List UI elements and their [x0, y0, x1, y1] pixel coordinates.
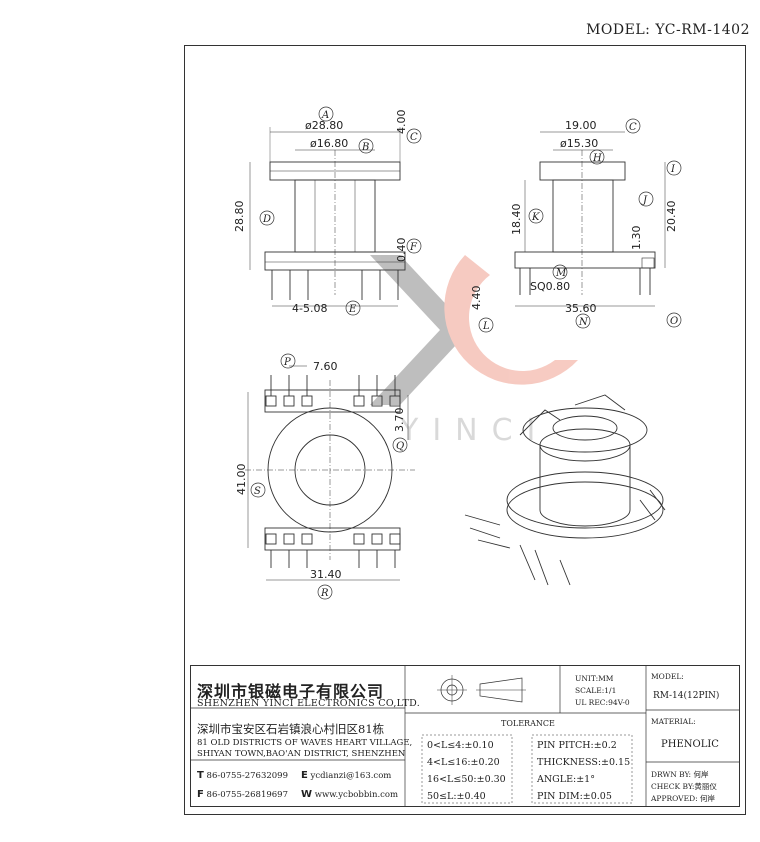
tolerance-3: 16<L≤50:±0.30 [427, 774, 506, 785]
dim-i: 20.40 [665, 201, 678, 233]
dim-c: 4.00 [395, 110, 408, 135]
tolerance-title: TOLERANCE [501, 719, 555, 728]
callout-f: F [406, 238, 422, 254]
ul-label: UL REC:94V-0 [575, 698, 630, 707]
dim-p: 7.60 [313, 360, 338, 373]
drawn-by: DRWN BY: 何岸 [651, 770, 709, 779]
callout-o: O [666, 312, 682, 328]
dim-q: 3.70 [393, 408, 406, 433]
dim-m: SQ0.80 [530, 280, 570, 293]
scale-label: SCALE:1/1 [575, 686, 617, 695]
contact-fax: F 86-0755-26819697 [197, 789, 289, 800]
callout-q: Q [392, 437, 408, 453]
callout-e: E [345, 300, 361, 316]
title-block-lines [190, 665, 740, 807]
bottom-view [245, 365, 415, 581]
approved-by: APPROVED: 何岸 [651, 794, 715, 803]
dim-d: 28.80 [233, 201, 246, 233]
model-header: MODEL: YC-RM-1402 [586, 22, 750, 38]
svg-text:R: R [320, 588, 329, 599]
dim-l: 4.40 [470, 286, 483, 311]
callout-a: A [318, 106, 334, 122]
svg-text:L: L [482, 321, 490, 332]
svg-text:C: C [629, 122, 637, 133]
tolerance-2: 4<L≤16:±0.20 [427, 757, 500, 768]
callout-i: I [666, 160, 682, 176]
callout-d: D [259, 210, 275, 226]
check-by: CHECK BY:黄丽仪 [651, 782, 717, 791]
svg-text:E: E [348, 304, 357, 315]
callout-b: B [358, 138, 374, 154]
address-cn: 深圳市宝安区石岩镇浪心村旧区81栋 [197, 722, 385, 736]
company-name-cn: 深圳市银磁电子有限公司 [197, 682, 385, 701]
callout-h: H [589, 149, 605, 165]
side-view [514, 131, 666, 307]
svg-text:Q: Q [396, 441, 404, 452]
pin-pitch: PIN PITCH:±0.2 [537, 740, 617, 751]
svg-text:B: B [361, 142, 369, 153]
dim-j: 1.30 [630, 226, 643, 251]
address-en: 81 OLD DISTRICTS OF WAVES HEART VILLAGE,… [197, 738, 413, 759]
drawing-frame [184, 45, 746, 815]
svg-text:A: A [321, 110, 329, 121]
pin-dim: PIN DIM:±0.05 [537, 791, 612, 802]
material-label: MATERIAL: [651, 717, 696, 726]
company-name-en: SHENZHEN YINCI ELECTRONICS CO,LTD. [197, 698, 421, 709]
callout-l: L [478, 317, 494, 333]
tolerance-4: 50≤L:±0.40 [427, 791, 486, 802]
angle: ANGLE:±1° [537, 774, 595, 785]
material-value: PHENOLIC [661, 739, 719, 750]
model-value: RM-14(12PIN) [653, 691, 720, 701]
svg-text:K: K [531, 212, 540, 223]
contact-web: W www.ycbobbin.com [301, 789, 399, 800]
svg-text:H: H [592, 153, 602, 164]
callout-k: K [528, 208, 544, 224]
svg-text:F: F [409, 242, 418, 253]
dim-k: 18.40 [510, 204, 523, 236]
svg-text:I: I [670, 164, 676, 175]
dim-r: 31.40 [310, 568, 342, 581]
callout-r: R [317, 584, 333, 600]
dim-side-c: 19.00 [565, 119, 597, 132]
svg-text:D: D [262, 214, 271, 225]
tolerance-1: 0<L≤4:±0.10 [427, 740, 494, 751]
dim-e: 4-5.08 [292, 302, 327, 315]
thickness: THICKNESS:±0.15 [537, 757, 631, 768]
model-label: MODEL: [651, 672, 684, 681]
callout-p: P [280, 353, 296, 369]
dim-n: 35.60 [565, 302, 597, 315]
watermark-logo: YINCI [370, 255, 578, 448]
svg-text:P: P [283, 357, 291, 368]
svg-text:M: M [555, 268, 567, 279]
dim-b: ø16.80 [310, 137, 348, 150]
svg-text:N: N [578, 317, 589, 328]
callout-s: S [250, 482, 266, 498]
callout-n: N [575, 313, 591, 329]
dim-s: 41.00 [235, 464, 248, 496]
front-view [249, 127, 406, 307]
callout-side-c: C [625, 118, 641, 134]
contact-tel: T 86-0755-27632099 [197, 770, 288, 781]
callout-j: J [638, 191, 654, 207]
dim-f: 0.40 [395, 238, 408, 263]
callout-m: M [552, 264, 568, 280]
dim-side-h: ø15.30 [560, 137, 598, 150]
unit-label: UNIT:MM [575, 674, 614, 683]
dim-a: ø28.80 [305, 119, 343, 132]
svg-text:J: J [641, 195, 648, 206]
svg-text:C: C [410, 132, 418, 143]
watermark-text: YINCI [399, 413, 549, 448]
title-block: 深圳市银磁电子有限公司 SHENZHEN YINCI ELECTRONICS C… [190, 665, 740, 807]
isometric-view [464, 394, 666, 586]
svg-text:S: S [254, 486, 261, 497]
contact-email: E ycdianzi@163.com [301, 770, 392, 781]
svg-text:O: O [670, 316, 678, 327]
callout-c: C [406, 128, 422, 144]
